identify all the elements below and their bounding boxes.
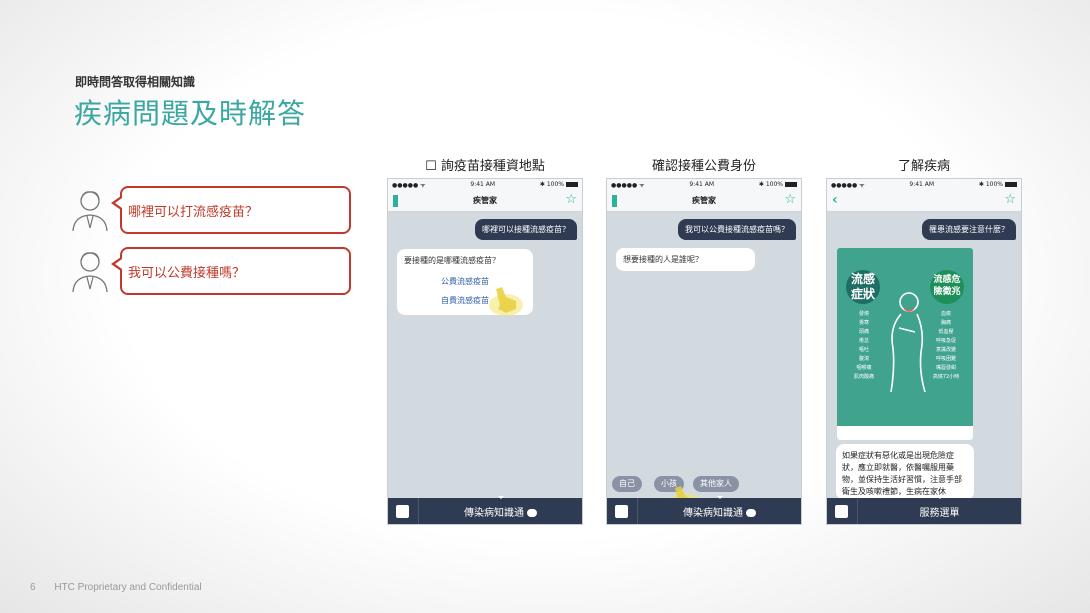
phone-screen-vaccine-location: ●●●●● ᯤ 9:41 AM ✱ 100% 疾管家 ☆ 哪裡可以接種流感疫苗？… [387,178,583,525]
nav-bar: 疾管家 ☆ [388,190,582,212]
poster-left-symptoms: 發燒 畏寒 頭痛 倦怠 嘔吐 腹瀉 咽喉痛 肌肉酸痛 [853,311,874,380]
chip-other-family[interactable]: 其他家人 [693,476,739,492]
nav-bar: ‹ ☆ [827,190,1021,212]
tap-hand-icon [489,287,523,316]
signal-indicator: ●●●●● ᯤ [392,181,426,189]
chat-icon [746,508,756,517]
status-bar: ●●●●● ᯤ 9:41 AM ✱ 100% [827,179,1021,190]
star-icon[interactable]: ☆ [1004,192,1016,207]
slide-subtitle: 即時問答取得相關知識 [75,75,196,89]
keyboard-toggle-icon[interactable] [396,504,409,518]
poster-right-symptoms: 血痰 胸痛 低血壓 呼吸急促 意識改變 呼吸困難 嘴唇發紺 高燒72小時 [932,311,960,380]
question-bubble: 我可以公費接種嗎？ [111,247,351,295]
battery-text: ✱ 100% [978,181,1003,188]
bottom-bar: 傳染病知識通 [607,495,801,524]
bottom-menu-button[interactable]: 傳染病知識通 [638,495,801,519]
star-icon[interactable]: ☆ [784,192,796,207]
flu-info-poster: 流感症狀 流感危險徵兆 發燒 畏寒 頭痛 倦怠 嘔吐 腹瀉 咽喉痛 肌肉酸痛 血… [837,248,973,440]
user-message: 我可以公費接種流感疫苗嗎？ [678,219,796,240]
slide-title: 疾病問題及時解答 [74,97,307,130]
keyboard-toggle-icon[interactable] [835,504,848,518]
phone-title: ☐ 詢疫苗接種資地點 [425,159,545,174]
status-bar: ●●●●● ᯤ 9:41 AM ✱ 100% [388,179,582,190]
keyboard-toggle-icon[interactable] [615,504,628,518]
option-public-vaccine[interactable]: 公費流感疫苗 [441,277,489,286]
signal-indicator: ●●●●● ᯤ [831,181,865,189]
phone-screen-public-eligibility: ●●●●● ᯤ 9:41 AM ✱ 100% 疾管家 ☆ 我可以公費接種流感疫苗… [606,178,802,525]
chat-icon [527,508,537,517]
service-menu-button[interactable]: 服務選單 [858,495,1021,519]
signal-indicator: ●●●●● ᯤ [611,181,645,189]
status-time: 9:41 AM [909,181,935,188]
back-chevron-icon[interactable]: ‹ [832,192,838,208]
menu-tab-icon[interactable] [612,195,617,207]
footer: 6 HTC Proprietary and Confidential [30,582,218,593]
battery-icon [784,182,797,187]
menu-tab-icon[interactable] [393,195,398,207]
poster-footer-strip [837,426,973,440]
person-icon [72,191,108,232]
bot-message-text: 要接種的是哪種流感疫苗？ [404,256,500,265]
bottom-bar: 服務選單 [827,495,1021,524]
chip-self[interactable]: 自己 [612,476,642,492]
bottom-bar: 傳染病知識通 [388,495,582,524]
status-time: 9:41 AM [689,181,715,188]
battery-text: ✱ 100% [539,181,564,188]
poster-left-circle: 流感症狀 [846,270,880,304]
confidential-note: HTC Proprietary and Confidential [54,582,202,593]
question-row-2: 我可以公費接種嗎？ [70,247,351,295]
bot-answer: 如果症狀有惡化或是出現危險症狀，應立即就醫，依醫囑服用藥物，並保持生活好習慣，注… [836,444,974,500]
status-time: 9:41 AM [470,181,496,188]
battery-icon [565,182,578,187]
question-bubble: 哪裡可以打流感疫苗？ [111,186,351,234]
option-private-vaccine[interactable]: 自費流感疫苗 [441,296,489,305]
star-icon[interactable]: ☆ [565,192,577,207]
poster-right-circle: 流感危險徵兆 [930,270,964,304]
phone-title: 確認接種公費身份 [651,159,756,174]
person-icon [72,252,108,293]
page-number: 6 [30,582,36,593]
nav-title: 疾管家 [692,196,716,205]
bottom-menu-button[interactable]: 傳染病知識通 [419,495,582,519]
nav-bar: 疾管家 ☆ [607,190,801,212]
user-message: 罹患流感要注意什麼？ [922,219,1016,240]
user-message: 哪裡可以接種流感疫苗？ [475,219,577,240]
status-bar: ●●●●● ᯤ 9:41 AM ✱ 100% [607,179,801,190]
phone-screen-disease-info: ●●●●● ᯤ 9:41 AM ✱ 100% ‹ ☆ 罹患流感要注意什麼？ 流感… [826,178,1022,525]
question-row-1: 哪裡可以打流感疫苗？ [70,186,351,234]
nav-title: 疾管家 [473,196,497,205]
phone-title: 了解疾病 [897,159,950,174]
person-silhouette-icon [890,292,926,393]
battery-icon [1004,182,1017,187]
battery-text: ✱ 100% [758,181,783,188]
bot-message: 想要接種的人是誰呢？ [616,248,755,271]
